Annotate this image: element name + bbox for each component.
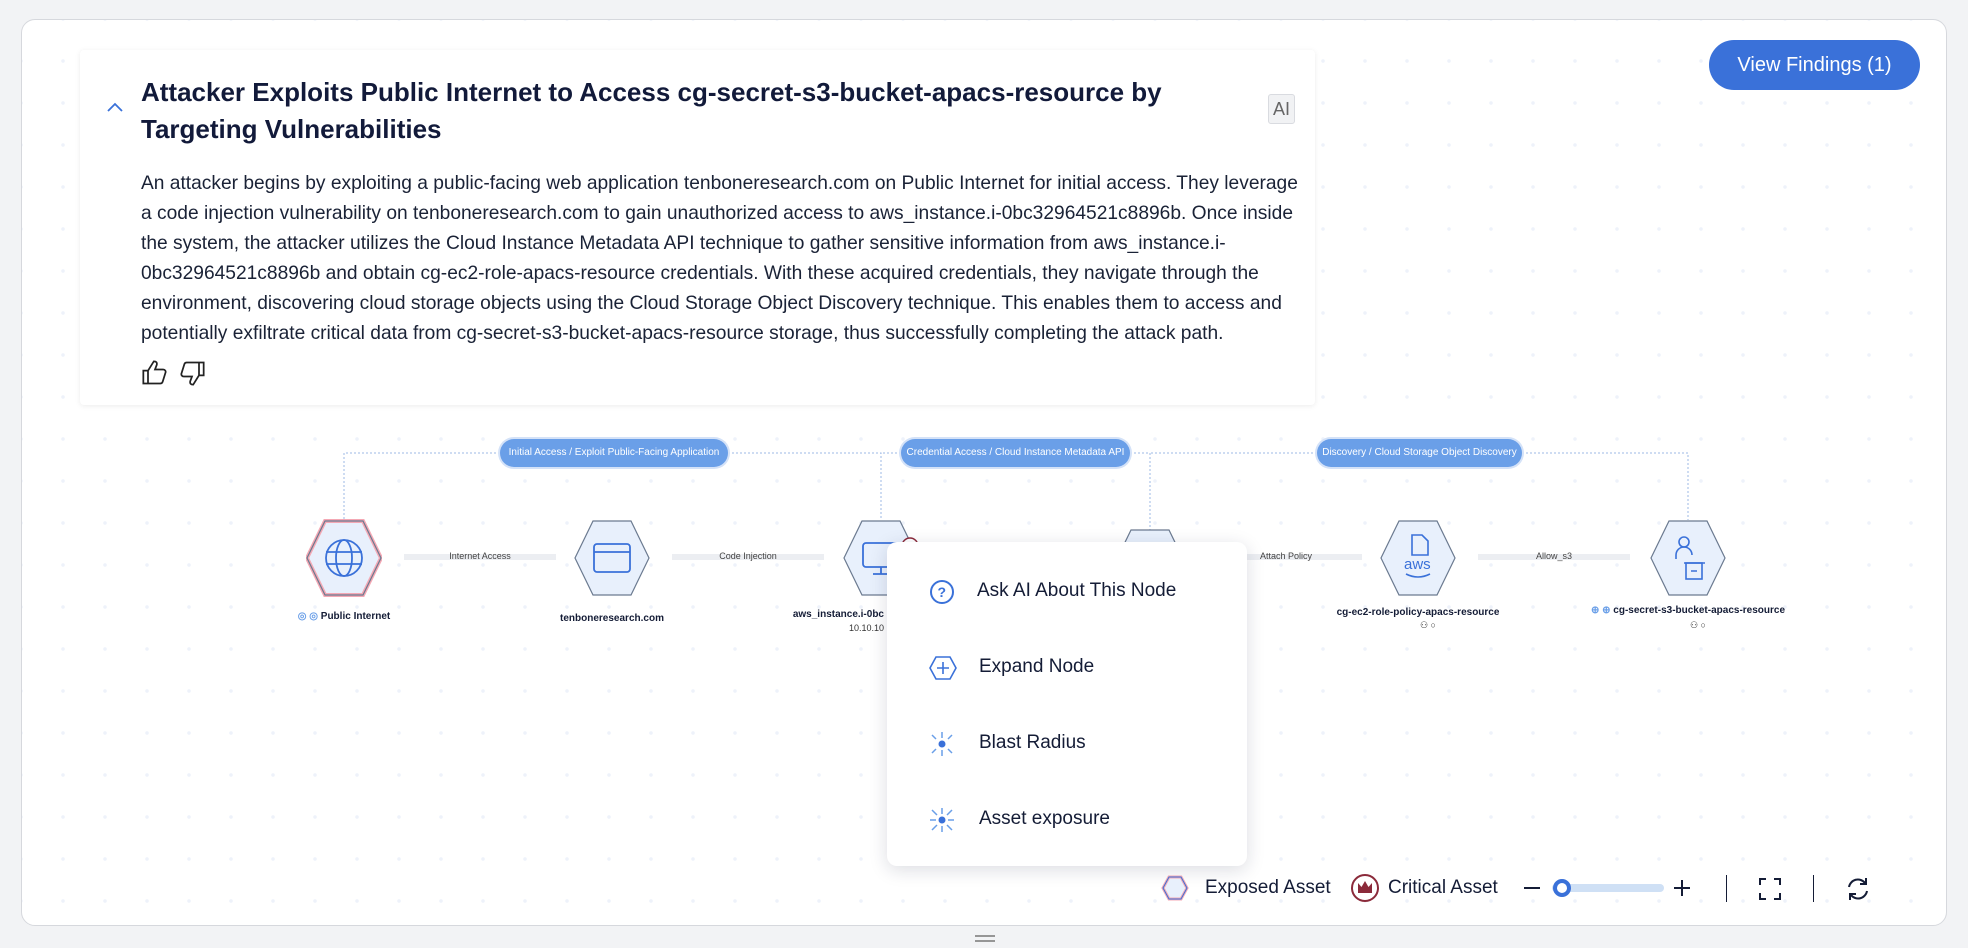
menu-item-label: Asset exposure xyxy=(979,808,1110,829)
zoom-in-icon[interactable] xyxy=(1672,878,1692,898)
edge-attach-policy xyxy=(1210,554,1362,560)
attack-title: Attacker Exploits Public Internet to Acc… xyxy=(141,77,1162,144)
attack-summary-card xyxy=(80,50,1315,405)
crown-icon xyxy=(1351,874,1379,902)
divider xyxy=(1726,875,1727,902)
thumbs-down-icon[interactable] xyxy=(178,359,206,387)
node-label: ⊕ ⊕ cg-secret-s3-bucket-apacs-resource xyxy=(1568,605,1808,616)
bucket-user-icon xyxy=(1675,536,1705,580)
edge-code-injection xyxy=(672,554,824,560)
svg-text:?: ? xyxy=(938,584,947,600)
ai-badge: AI xyxy=(1268,94,1295,124)
refresh-icon[interactable] xyxy=(1845,876,1871,902)
node-context-menu: ? Ask AI About This Node Expand Node Bla… xyxy=(887,542,1247,866)
exposed-asset-legend-icon xyxy=(1161,875,1189,901)
attack-description: An attacker begins by exploiting a publi… xyxy=(141,173,1298,344)
target-icon: ⊕ ⊕ xyxy=(1590,605,1614,616)
aws-cloud-icons: ⚇ ○ xyxy=(1689,620,1706,630)
tactic-pill-initial-access[interactable]: Initial Access / Exploit Public-Facing A… xyxy=(500,439,728,467)
legend-critical-asset: Critical Asset xyxy=(1388,877,1498,898)
node-label: aws_instance.i-0bc xyxy=(792,609,884,620)
view-findings-button[interactable]: View Findings (1) xyxy=(1709,40,1920,90)
node-tenboneresearch[interactable] xyxy=(574,519,650,597)
collapse-chevron-icon[interactable] xyxy=(104,96,126,118)
zoom-out-icon[interactable] xyxy=(1522,878,1542,898)
node-public-internet[interactable] xyxy=(306,519,382,597)
resize-handle-icon[interactable] xyxy=(974,934,996,944)
zoom-slider-thumb[interactable] xyxy=(1553,879,1571,897)
node-label: cg-ec2-role-policy-apacs-resource xyxy=(1336,607,1500,618)
browser-window-icon xyxy=(593,543,631,573)
blast-radius-icon xyxy=(931,732,953,756)
node-label: tenboneresearch.com xyxy=(560,613,664,624)
node-label-text: Public Internet xyxy=(320,611,391,622)
zoom-slider[interactable] xyxy=(1552,884,1664,892)
node-ip: 10.10.10 xyxy=(848,623,884,633)
location-icon: ◎ ◎ xyxy=(297,611,321,622)
edge-label: Allow_s3 xyxy=(1535,551,1573,561)
hexagon-plus-icon xyxy=(929,656,957,680)
menu-item-label: Blast Radius xyxy=(979,732,1086,753)
node-s3-bucket[interactable] xyxy=(1650,519,1726,597)
menu-item-asset-exposure[interactable]: Asset exposure xyxy=(887,790,1247,850)
menu-item-ask-ai[interactable]: ? Ask AI About This Node xyxy=(887,562,1247,622)
edge-allow-s3 xyxy=(1478,554,1630,560)
menu-item-blast-radius[interactable]: Blast Radius xyxy=(887,714,1247,774)
menu-item-expand-node[interactable]: Expand Node xyxy=(887,638,1247,698)
tactic-pill-credential-access[interactable]: Credential Access / Cloud Instance Metad… xyxy=(901,439,1130,467)
globe-icon xyxy=(325,539,363,577)
aws-cloud-icons: ⚇ ○ xyxy=(1419,620,1436,630)
aws-policy-icon: aws xyxy=(1404,534,1431,578)
node-label-text: cg-secret-s3-bucket-apacs-resource xyxy=(1613,605,1786,616)
edge-internet-access xyxy=(404,554,556,560)
legend-exposed-asset: Exposed Asset xyxy=(1205,877,1331,898)
node-label: ◎ ◎ Public Internet xyxy=(224,611,464,622)
divider xyxy=(1813,875,1814,902)
fullscreen-icon[interactable] xyxy=(1759,878,1781,900)
menu-item-label: Expand Node xyxy=(979,656,1095,677)
tactic-pill-discovery[interactable]: Discovery / Cloud Storage Object Discove… xyxy=(1317,439,1522,467)
question-circle-icon: ? xyxy=(930,580,954,604)
node-role-policy[interactable]: aws xyxy=(1380,519,1456,597)
menu-item-label: Ask AI About This Node xyxy=(977,580,1177,601)
edge-label: Internet Access xyxy=(449,551,511,561)
asset-exposure-icon xyxy=(930,808,954,832)
edge-label: Attach Policy xyxy=(1259,551,1313,561)
svg-text:aws: aws xyxy=(1404,556,1431,573)
edge-label: Code Injection xyxy=(719,551,777,561)
thumbs-up-icon[interactable] xyxy=(141,359,169,387)
